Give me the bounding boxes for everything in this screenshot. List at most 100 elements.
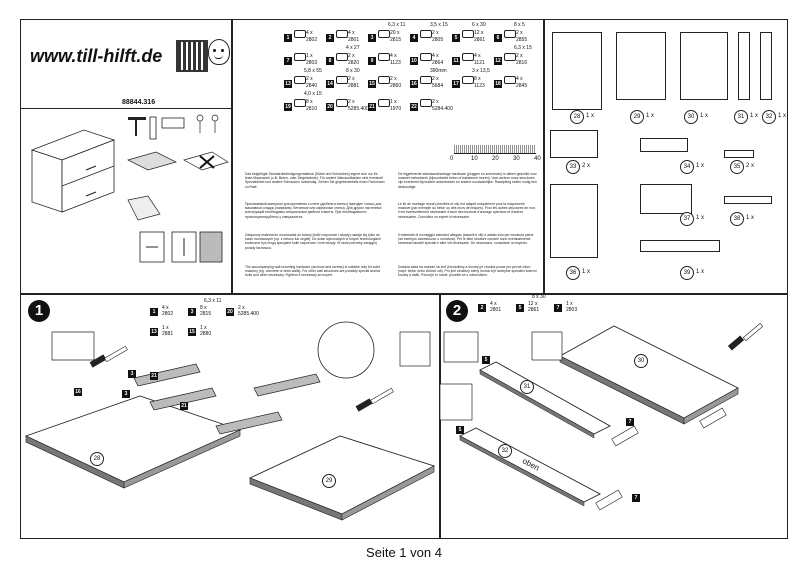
step-part-code: 2861 [528,307,540,313]
hardware-code: 2881 [348,83,360,89]
hardware-part-icon [378,30,390,38]
hardware-id-badge: 18 [494,80,502,88]
step-2-badge: 2 [446,300,468,322]
part-qty: 1 x [750,113,759,119]
assembly-hardware-number: 3 [128,370,136,378]
hardware-qty: 4 x [474,53,481,59]
hardware-part-icon [462,76,474,84]
step-part-spec: 8 x 30 [532,294,546,300]
board-part [724,196,772,204]
warning-text-de: Das beigefügte Standardbefestigungsmater… [245,172,385,189]
assembly-hardware-number: 21 [180,402,188,410]
hardware-id-badge: 16 [410,80,418,88]
part-qty: 2 x [746,163,755,169]
board-part [640,184,692,214]
hardware-code: 5285.400 [348,106,369,112]
hardware-id-badge: 6 [494,34,502,42]
hardware-part-icon [294,76,306,84]
hardware-id-badge: 17 [452,80,460,88]
assembly-hardware-number: 7 [626,418,634,426]
hardware-spec: 390mm [430,68,447,74]
step-1-badge: 1 [28,300,50,322]
hardware-part-icon [336,99,348,107]
part-number: 29 [630,110,644,124]
hardware-spec: 3,5 x 15 [430,22,448,28]
step-part-badge: 7 [554,304,562,312]
hardware-part-icon [504,30,516,38]
header-panel-parts [544,19,788,294]
hardware-id-badge: 14 [326,80,334,88]
hardware-spec: 6,3 x 15 [514,45,532,51]
qr-code-icon [176,40,208,72]
hardware-code: 2805 [432,37,444,43]
part-number: 30 [684,110,698,124]
step-part-code: 2801 [490,307,502,313]
warning-text-it: Il materiale di montaggio standard alleg… [398,233,534,246]
hardware-qty: 20 x [390,30,400,36]
step-part-badge: 2 [478,304,486,312]
hardware-part-icon [378,76,390,84]
hardware-qty: 2 x [348,53,355,59]
hardware-qty: 4 x [516,76,523,82]
hardware-qty: 2 x [432,30,439,36]
part-qty: 1 x [582,269,591,275]
part-number: 28 [570,110,584,124]
board-part [738,32,750,100]
hardware-part-icon [504,53,516,61]
hardware-code: 2845 [516,83,528,89]
hardware-part-icon [336,53,348,61]
hardware-part-icon [462,30,474,38]
step-part-badge: 3 [188,308,196,316]
hardware-qty: 1 x [390,99,397,105]
hardware-code: 2802 [306,37,318,43]
hardware-id-badge: 20 [326,103,334,111]
hardware-qty: 2 x [306,76,313,82]
hardware-id-badge: 7 [284,57,292,65]
step-part-code: 2815 [200,311,212,317]
warning-text-fr: Le kit de montage mural (chevilles et vi… [398,202,536,219]
step-part-code: 2881 [162,331,174,337]
step-part-code: 5285.400 [238,311,259,317]
hardware-qty: 4 x [306,30,313,36]
article-number: 88844.316 [122,99,156,106]
board-part [616,32,666,100]
board-part [640,240,720,252]
part-number: 32 [762,110,776,124]
hardware-qty: 4 x [390,53,397,59]
hardware-qty: 2 x [516,30,523,36]
hardware-id-badge: 12 [494,57,502,65]
part-number: 38 [730,212,744,226]
part-qty: 1 x [586,113,595,119]
step-part-qty: 8 x [200,305,207,311]
part-qty: 2 x [582,163,591,169]
hardware-part-icon [378,99,390,107]
step-part-code: 2802 [162,311,174,317]
hardware-id-badge: 11 [452,57,460,65]
hardware-id-badge: 8 [326,57,334,65]
board-part [680,32,728,100]
step-part-code: 2803 [566,307,578,313]
warning-text-en: The accompanying wall mounting hardware … [245,265,381,278]
hardware-code: 2855 [516,37,528,43]
brand-logo: www.till-hilft.de [30,46,163,66]
part-number: 36 [566,266,580,280]
hardware-part-icon [336,76,348,84]
part-qty: 1 x [646,113,655,119]
hardware-qty: 2 x [390,76,397,82]
hardware-part-icon [336,30,348,38]
step-part-qty: 1 x [162,325,169,331]
assembly-hardware-number: 5 [482,356,490,364]
step-part-qty: 4 x [162,305,169,311]
assembly-hardware-number: 5 [456,426,464,434]
header-panel-hardware [232,19,544,294]
hardware-qty: 8 x [474,76,481,82]
hardware-qty: 2 x [432,99,439,105]
hardware-qty: 2 x [516,53,523,59]
hardware-id-badge: 10 [410,57,418,65]
measuring-ruler [454,145,536,154]
part-qty: 1 x [696,163,705,169]
ruler-tick-label: 0 [450,156,454,162]
warning-text-pl: Załączony materiał do mocowania do ścian… [245,233,381,250]
hardware-part-icon [294,53,306,61]
